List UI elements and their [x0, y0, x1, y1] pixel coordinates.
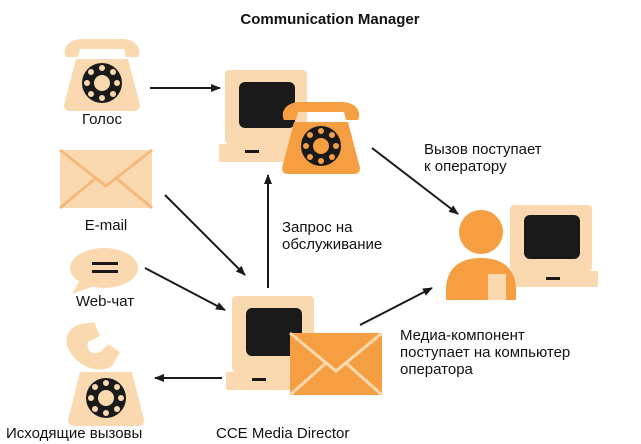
webchat-label: Web-чат — [76, 293, 134, 310]
email-label: E-mail — [85, 217, 128, 234]
arrow-email-to-director — [164, 194, 246, 276]
diagram-title: Communication Manager — [240, 11, 419, 28]
outbound-phone-icon — [66, 322, 144, 426]
voice-label: Голос — [82, 111, 122, 128]
arrow-webchat-to-director — [144, 267, 226, 311]
media-label-line2: поступает на компьютер — [400, 344, 570, 361]
voice-phone-icon — [64, 39, 140, 111]
arrow-media-to-agent — [359, 287, 433, 326]
agent-computer-icon — [504, 205, 598, 287]
call-label-line2: к оператору — [424, 158, 507, 175]
cm-phone-icon — [282, 102, 360, 174]
agent-person-icon — [446, 210, 516, 300]
media-director-envelope-icon — [289, 331, 383, 397]
outbound-label: Исходящие вызовы — [6, 425, 142, 442]
media-director-label: CCE Media Director — [216, 425, 349, 442]
media-label-line3: оператора — [400, 361, 474, 378]
arrow-call-to-agent — [371, 147, 459, 215]
request-label-line1: Запрос на — [282, 219, 353, 236]
media-label-line1: Медиа-компонент — [400, 327, 525, 344]
chat-bubble-icon — [70, 248, 138, 294]
email-envelope-icon — [59, 148, 153, 210]
call-label-line1: Вызов поступает — [424, 141, 542, 158]
request-label-line2: обслуживание — [282, 236, 382, 253]
